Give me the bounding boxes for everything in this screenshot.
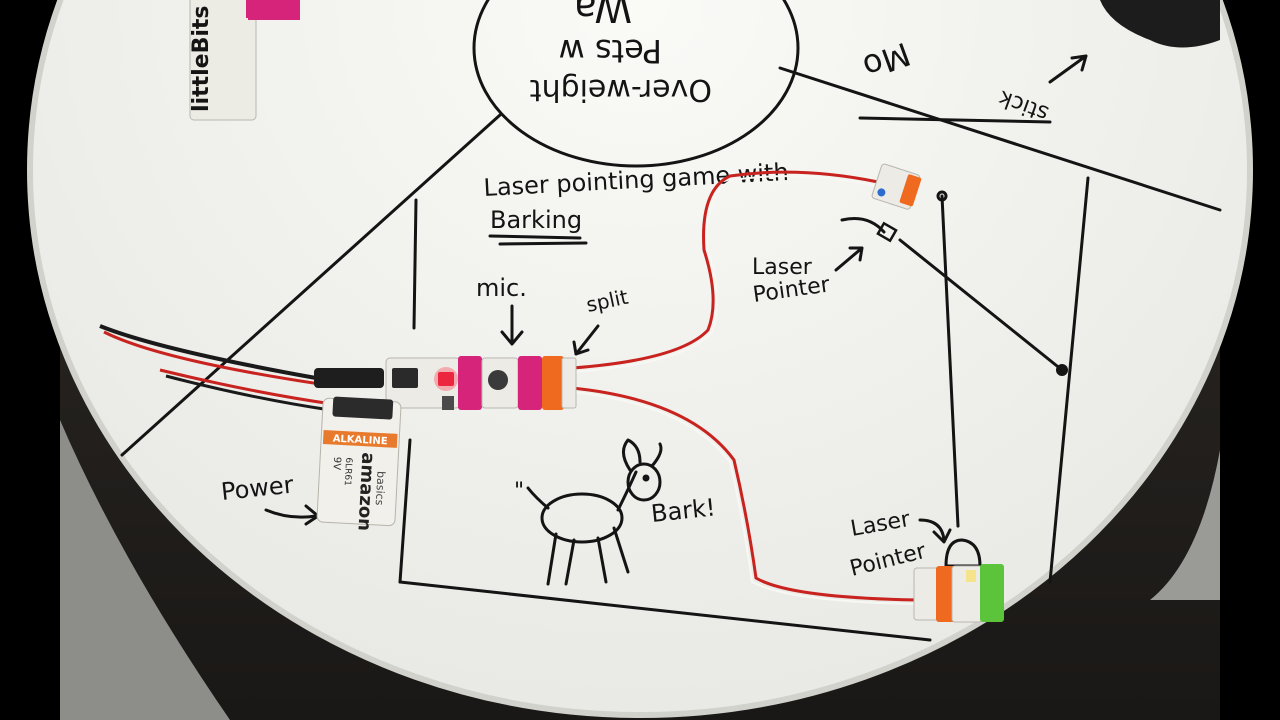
pole-line	[940, 194, 960, 528]
svg-text:Laser: Laser	[752, 255, 813, 280]
power-cable-red	[103, 330, 321, 386]
battery-lead-red	[159, 368, 333, 406]
laser-arrow-icon-2	[918, 518, 952, 544]
right-vertical-line	[1048, 176, 1090, 584]
laser-module-top	[871, 163, 922, 210]
laser-module-bottom	[913, 564, 1004, 623]
svg-text:Pets w: Pets w	[559, 32, 662, 70]
mic-arrow-icon	[500, 304, 524, 346]
battery-9v: ALKALINE amazon basics 9V 6LR61	[316, 396, 402, 532]
split-arrow-icon	[572, 324, 600, 356]
upper-right-line	[858, 116, 1052, 124]
power-slider	[442, 396, 454, 410]
led-glow	[438, 372, 454, 386]
battery-model: 6LR61	[342, 457, 353, 486]
top-right-object	[1100, 0, 1220, 48]
battery-lead-black	[165, 374, 331, 412]
left-diagonal-line	[120, 113, 502, 457]
split-module	[561, 357, 577, 409]
wire-to-laser-bottom-white	[571, 391, 921, 605]
top-circle-text: Over-weight Pets w Wa	[530, 0, 712, 107]
power-plug	[314, 368, 384, 388]
battery-sub: basics	[373, 471, 388, 506]
beam-end-dot	[1056, 364, 1068, 376]
mount-drawing-bottom	[944, 538, 982, 568]
wire-to-laser-top	[571, 170, 879, 370]
bottom-floor-line	[398, 580, 932, 642]
title-line2: Barking	[490, 206, 582, 234]
mount-square-top	[876, 221, 898, 243]
wire-to-laser-bottom	[571, 386, 921, 602]
battery-brand: amazon	[353, 452, 378, 532]
bark-label: Bark!	[650, 493, 717, 528]
svg-text:Wa: Wa	[574, 0, 632, 30]
battery-voltage: 9V	[331, 456, 343, 470]
left-short-vertical	[412, 198, 418, 330]
right-diagonal-line	[778, 66, 1222, 212]
stick-arrow-icon	[1048, 54, 1088, 84]
pink-connector-1	[458, 356, 482, 410]
power-switch	[392, 368, 418, 388]
svg-text:Over-weight: Over-weight	[530, 72, 712, 107]
box-brand: littleBits	[189, 6, 214, 113]
battery-band: ALKALINE	[332, 434, 388, 448]
pink-connector-2	[518, 356, 542, 410]
top-circle-drawing	[472, 0, 800, 168]
top-pink-clip	[248, 0, 300, 20]
power-cable-black	[99, 324, 317, 380]
dog-drawing	[526, 438, 663, 586]
led-icon	[434, 367, 458, 391]
orange-connector	[542, 356, 564, 410]
left-lower-vertical	[398, 438, 412, 584]
wire-to-laser-top-white	[571, 175, 879, 373]
title-underline	[488, 234, 588, 246]
laser-arrow-icon-1	[834, 246, 864, 272]
mic-label: mic.	[476, 274, 527, 302]
grey-stand-right	[1150, 450, 1220, 600]
grey-stand	[60, 420, 230, 720]
beam-line	[898, 238, 1064, 372]
dog-sound-mark: "	[514, 479, 524, 504]
pole-top-dot	[936, 190, 948, 202]
mic-capsule	[488, 370, 508, 390]
module-chain	[385, 356, 577, 410]
